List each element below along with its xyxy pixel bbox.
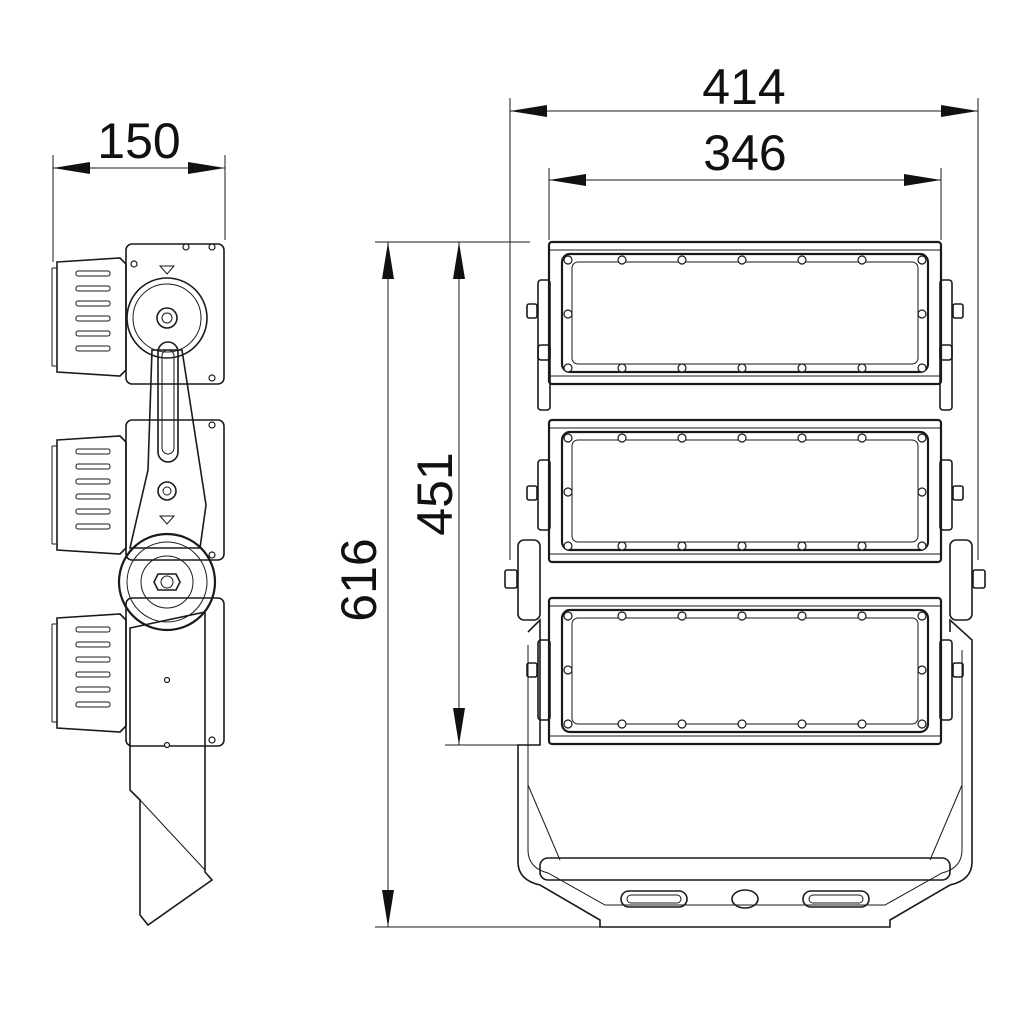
dimension-label-414: 414 — [702, 59, 785, 115]
led-module-1 — [547, 240, 943, 386]
side-module-3 — [51, 613, 127, 733]
front-side-brackets — [504, 279, 986, 721]
front-view: 414 346 451 616 — [331, 59, 986, 928]
dimension-overall-height: 616 — [331, 241, 600, 928]
dimension-module-height: 451 — [407, 241, 530, 746]
upper-gear — [126, 265, 208, 359]
side-module-1 — [51, 257, 127, 377]
dimension-label-346: 346 — [703, 125, 786, 181]
side-bracket — [129, 611, 214, 927]
angle-dial — [117, 532, 217, 632]
dimension-overall-width: 414 — [509, 59, 979, 560]
dimension-label-616: 616 — [331, 538, 387, 621]
arm — [128, 341, 207, 549]
mounting-yoke — [517, 618, 973, 928]
dimension-side-width: 150 — [52, 113, 226, 262]
side-plates — [125, 243, 225, 747]
led-module-2 — [547, 418, 943, 564]
dimension-module-width: 346 — [548, 125, 942, 240]
dimension-label-150: 150 — [97, 113, 180, 169]
side-view: 150 — [51, 113, 226, 927]
dimension-label-451: 451 — [407, 452, 463, 535]
led-module-3 — [547, 596, 943, 746]
side-module-2 — [51, 435, 127, 555]
